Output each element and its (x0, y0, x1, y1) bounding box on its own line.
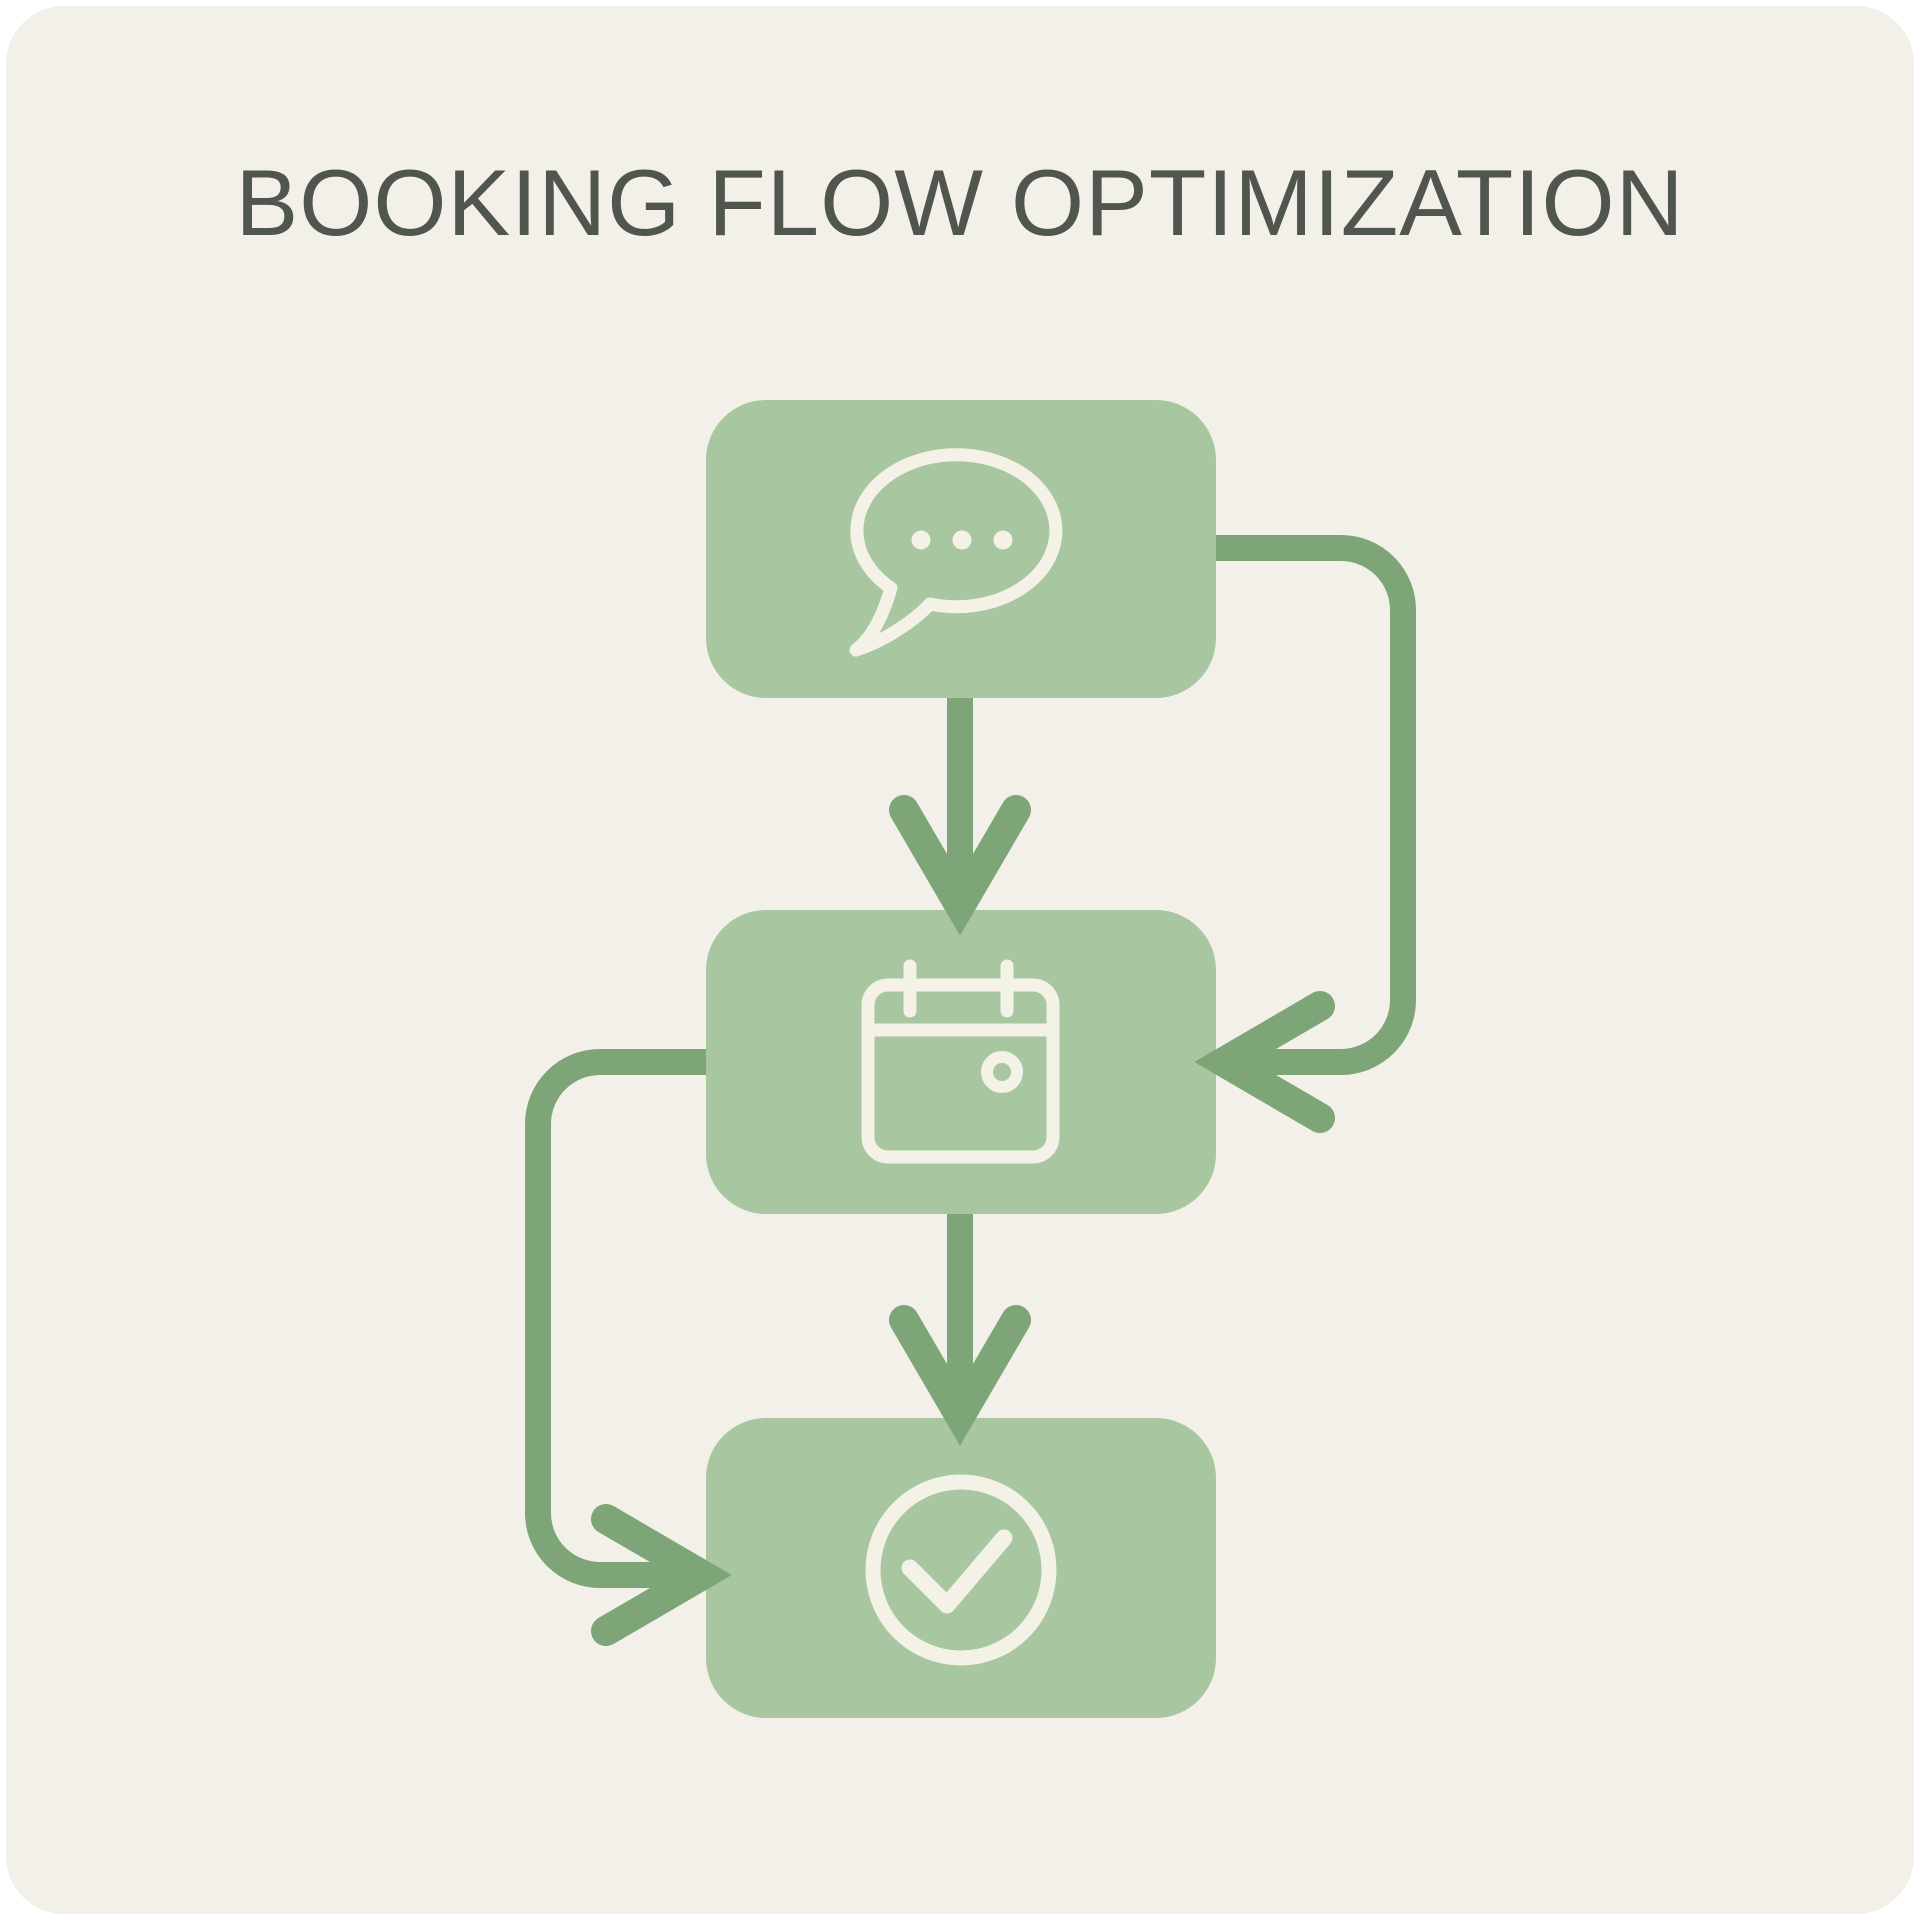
arrowhead-left (1194, 991, 1335, 1133)
chat-bubble-icon (849, 448, 1063, 657)
edges (525, 535, 1416, 1646)
calendar-event-dot (981, 1051, 1023, 1093)
chat-dot (952, 530, 972, 550)
arrow-chat-to-calendar (889, 698, 1031, 936)
check-circle-icon (865, 1474, 1057, 1666)
node-chat (706, 400, 1216, 698)
arrowhead-right (591, 1504, 732, 1646)
node-calendar-box (706, 910, 1216, 1214)
arrowhead-down (889, 795, 1031, 936)
chat-dot (911, 530, 931, 550)
node-calendar (706, 910, 1216, 1214)
calendar-icon (861, 959, 1060, 1164)
loop-calendar-to-confirm (525, 1049, 732, 1646)
chat-dot (993, 530, 1013, 550)
node-confirm (706, 1418, 1216, 1718)
arrowhead-down (889, 1305, 1031, 1446)
node-confirm-box (706, 1418, 1216, 1718)
page-title: BOOKING FLOW OPTIMIZATION (235, 150, 1685, 255)
arrow-calendar-to-confirm (889, 1214, 1031, 1446)
loop-chat-to-calendar (1194, 535, 1416, 1133)
